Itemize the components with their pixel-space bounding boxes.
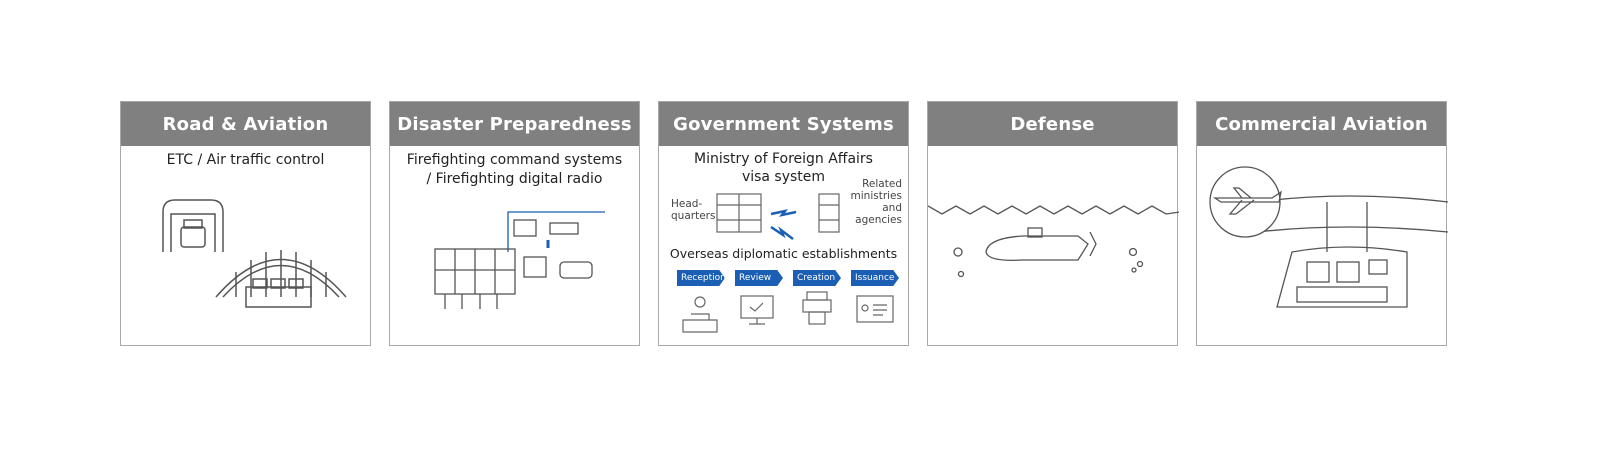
label-line: quarters	[671, 210, 716, 222]
etc-airport-illustration	[162, 199, 347, 308]
subtitle-line: / Firefighting digital radio	[426, 171, 603, 187]
label-line: and	[882, 202, 902, 214]
submarine-illustration	[928, 205, 1179, 278]
card-title: Commercial Aviation	[1197, 102, 1446, 146]
cockpit-airplane-illustration	[1209, 166, 1448, 308]
firefighting-illustration	[434, 211, 605, 309]
card-subtitle: Firefighting command systems / Firefighti…	[390, 151, 639, 189]
step-reception: Reception	[677, 270, 725, 286]
step-issuance: Issuance	[851, 270, 899, 286]
card-commercial-aviation: Commercial Aviation	[1196, 101, 1448, 346]
card-title: Defense	[928, 102, 1177, 146]
card-government-systems: Government Systems Ministry of Foreign A…	[658, 101, 909, 346]
headquarters-label: Head-quarters	[671, 198, 715, 222]
card-title: Disaster Preparedness	[390, 102, 639, 146]
step-review: Review	[735, 270, 783, 286]
overseas-label: Overseas diplomatic establishments	[669, 246, 898, 261]
label-line: Related	[862, 178, 902, 190]
card-defense: Defense	[927, 101, 1179, 346]
label-line: Head-	[671, 198, 703, 210]
subtitle-line: Firefighting command systems	[406, 152, 623, 168]
subtitle-line: visa system	[741, 169, 826, 185]
step-creation: Creation	[793, 270, 841, 286]
card-subtitle: ETC / Air traffic control	[166, 152, 325, 168]
card-title: Road & Aviation	[121, 102, 370, 146]
label-line: agencies	[855, 214, 902, 226]
subtitle-line: Ministry of Foreign Affairs	[694, 151, 873, 167]
label-line: ministries	[850, 190, 902, 202]
card-subtitle: Ministry of Foreign Affairs visa system	[659, 150, 908, 186]
card-road-aviation: Road & Aviation ETC / Air traffic contro…	[120, 101, 371, 346]
server-network-illustration	[682, 193, 894, 333]
card-disaster-preparedness: Disaster Preparedness Firefighting comma…	[389, 101, 640, 346]
card-title: Government Systems	[659, 102, 908, 146]
